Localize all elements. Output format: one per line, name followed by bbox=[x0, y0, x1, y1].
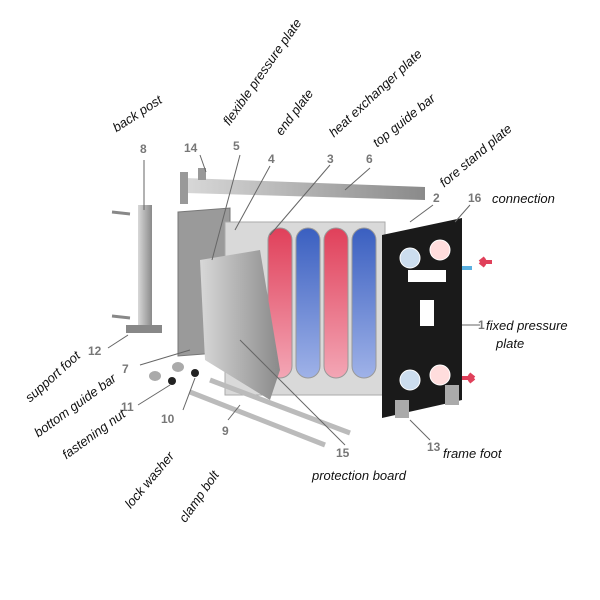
clamp-bolts bbox=[189, 377, 351, 448]
label-fixed-pressure-plate: fixed pressure bbox=[486, 318, 568, 333]
callout-1: 1 bbox=[478, 318, 485, 332]
callout-12: 12 bbox=[88, 344, 102, 358]
protection-board bbox=[200, 250, 280, 400]
callout-11: 11 bbox=[121, 400, 134, 414]
back-post bbox=[111, 205, 162, 333]
callout-3: 3 bbox=[327, 152, 334, 166]
label-fixed-pressure-plate-line2: plate bbox=[496, 336, 525, 351]
callout-13: 13 bbox=[427, 440, 441, 454]
leader-lines bbox=[107, 154, 480, 446]
callout-14: 14 bbox=[184, 141, 198, 155]
top-guide-bar bbox=[180, 168, 425, 204]
callout-10: 10 bbox=[161, 412, 175, 426]
label-protection-board: protection board bbox=[312, 468, 406, 483]
callout-6: 6 bbox=[366, 152, 373, 166]
label-connection: connection bbox=[492, 191, 555, 206]
callout-7: 7 bbox=[122, 362, 129, 376]
label-frame-foot: frame foot bbox=[443, 446, 502, 461]
callout-16: 16 bbox=[468, 191, 482, 205]
callout-5: 5 bbox=[233, 139, 240, 153]
flow-arrows bbox=[462, 256, 492, 384]
nuts-and-washers bbox=[149, 362, 199, 385]
callout-8: 8 bbox=[140, 142, 147, 156]
fixed-pressure-plate bbox=[382, 218, 462, 418]
callout-9: 9 bbox=[222, 424, 229, 438]
callout-2: 2 bbox=[433, 191, 440, 205]
callout-15: 15 bbox=[336, 446, 350, 460]
callout-4: 4 bbox=[268, 152, 275, 166]
